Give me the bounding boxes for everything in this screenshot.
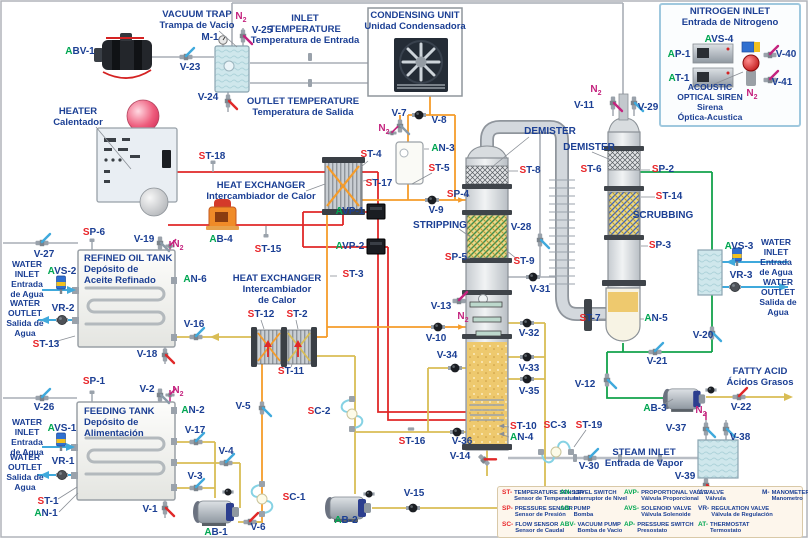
valve-v-25 bbox=[238, 28, 254, 46]
valve-v-19 bbox=[155, 235, 171, 253]
ball-valve-v-33 bbox=[520, 352, 534, 362]
pump-ab-3 bbox=[662, 388, 706, 412]
demister-mesh-left bbox=[465, 165, 509, 185]
valve-v-29 bbox=[629, 95, 645, 113]
flow-sensor-sc-1 bbox=[250, 480, 274, 518]
valve-v-1 bbox=[160, 500, 176, 518]
refined-oil-tank bbox=[72, 249, 177, 348]
vacuum-pump-abv-1 bbox=[94, 33, 152, 79]
avs-4-solenoid-valve bbox=[741, 41, 755, 53]
valve-v-21 bbox=[647, 341, 665, 357]
valve-v-22 bbox=[731, 386, 749, 402]
valve-v-13 bbox=[451, 290, 469, 306]
valve-n2-feeding bbox=[164, 387, 177, 399]
ball-valve-v-8 bbox=[412, 110, 426, 120]
valve-n2-refined bbox=[164, 238, 177, 250]
regulation-valve-vr-2 bbox=[55, 314, 69, 326]
valve-v-5 bbox=[257, 400, 273, 418]
valve-v-37 bbox=[701, 421, 717, 439]
ball-valve-v-34 bbox=[448, 363, 462, 373]
regulation-valve-vr-1 bbox=[55, 469, 69, 481]
regulation-valve-vr-3 bbox=[728, 281, 742, 293]
valve-v-20 bbox=[707, 325, 723, 343]
valve-v-30 bbox=[582, 447, 600, 463]
solenoid-valve-avs-1 bbox=[56, 432, 66, 452]
column-trays bbox=[469, 301, 503, 337]
heat-exchanger-1 bbox=[322, 157, 365, 215]
ball-valve-ab-2 bbox=[363, 490, 375, 498]
scrubbing-water-tank bbox=[697, 249, 723, 296]
level-switch-vessel-an-3 bbox=[395, 141, 424, 185]
heater bbox=[96, 99, 178, 217]
pump-ab-2 bbox=[325, 496, 371, 522]
scrubbing-packing bbox=[608, 191, 640, 236]
proportional-valve-avp-1 bbox=[366, 203, 386, 220]
flask-liquid bbox=[608, 292, 638, 312]
valve-v-18 bbox=[160, 347, 176, 365]
nitrogen-inlet-panel bbox=[659, 3, 801, 127]
siren-base bbox=[746, 70, 756, 86]
leader-lines bbox=[53, 30, 744, 513]
valve-v-26 bbox=[34, 387, 52, 403]
valve-v-12 bbox=[602, 372, 618, 390]
stripping-column bbox=[462, 145, 512, 451]
manometer-m-1 bbox=[218, 35, 228, 47]
overhead-u-pipe bbox=[480, 120, 613, 331]
column-liquid bbox=[467, 342, 507, 444]
valve-v-24 bbox=[223, 93, 239, 111]
ball-valve-ab-3 bbox=[705, 386, 717, 394]
heat-exchanger-2 bbox=[251, 327, 317, 367]
valve-v-23 bbox=[178, 46, 196, 62]
column-heating-coil bbox=[470, 399, 504, 421]
flow-sensor-sc-2 bbox=[340, 395, 364, 433]
valve-v-38 bbox=[721, 421, 737, 439]
ball-valve-v-9 bbox=[425, 195, 439, 205]
vacuum-trap bbox=[214, 45, 250, 93]
valve-v-3 bbox=[188, 477, 206, 493]
solenoid-valve-avs-2 bbox=[56, 275, 66, 295]
proportional-valve-avp-2 bbox=[366, 238, 386, 255]
u-pipe-flange bbox=[584, 299, 592, 331]
steam-water-tank bbox=[697, 439, 739, 479]
ball-valve-v-15 bbox=[406, 503, 420, 513]
valve-v-17 bbox=[188, 431, 206, 447]
pump-ab-1 bbox=[193, 500, 239, 526]
valve-v-4 bbox=[218, 452, 236, 468]
ball-valve-v-36 bbox=[450, 427, 464, 437]
demister-mesh-right bbox=[607, 149, 641, 171]
ball-valve-v-31 bbox=[526, 272, 540, 282]
valve-v-27 bbox=[34, 232, 52, 248]
condensing-unit bbox=[367, 7, 463, 97]
ball-valve-v-35 bbox=[520, 374, 534, 384]
valve-v-6 bbox=[242, 511, 260, 527]
valve-n2-v7 bbox=[386, 125, 399, 137]
acoustic-optical-siren bbox=[742, 54, 760, 72]
scrubbing-column bbox=[602, 93, 646, 342]
valve-v-16 bbox=[188, 326, 206, 342]
valve-v-28 bbox=[535, 232, 551, 250]
pump-ab-4 bbox=[206, 199, 239, 230]
feeding-tank bbox=[71, 401, 177, 501]
ball-valve-ab-1 bbox=[222, 488, 234, 496]
ball-valve-v-10 bbox=[431, 322, 445, 332]
stripping-packing bbox=[466, 214, 508, 259]
ball-valve-v-32 bbox=[520, 318, 534, 328]
